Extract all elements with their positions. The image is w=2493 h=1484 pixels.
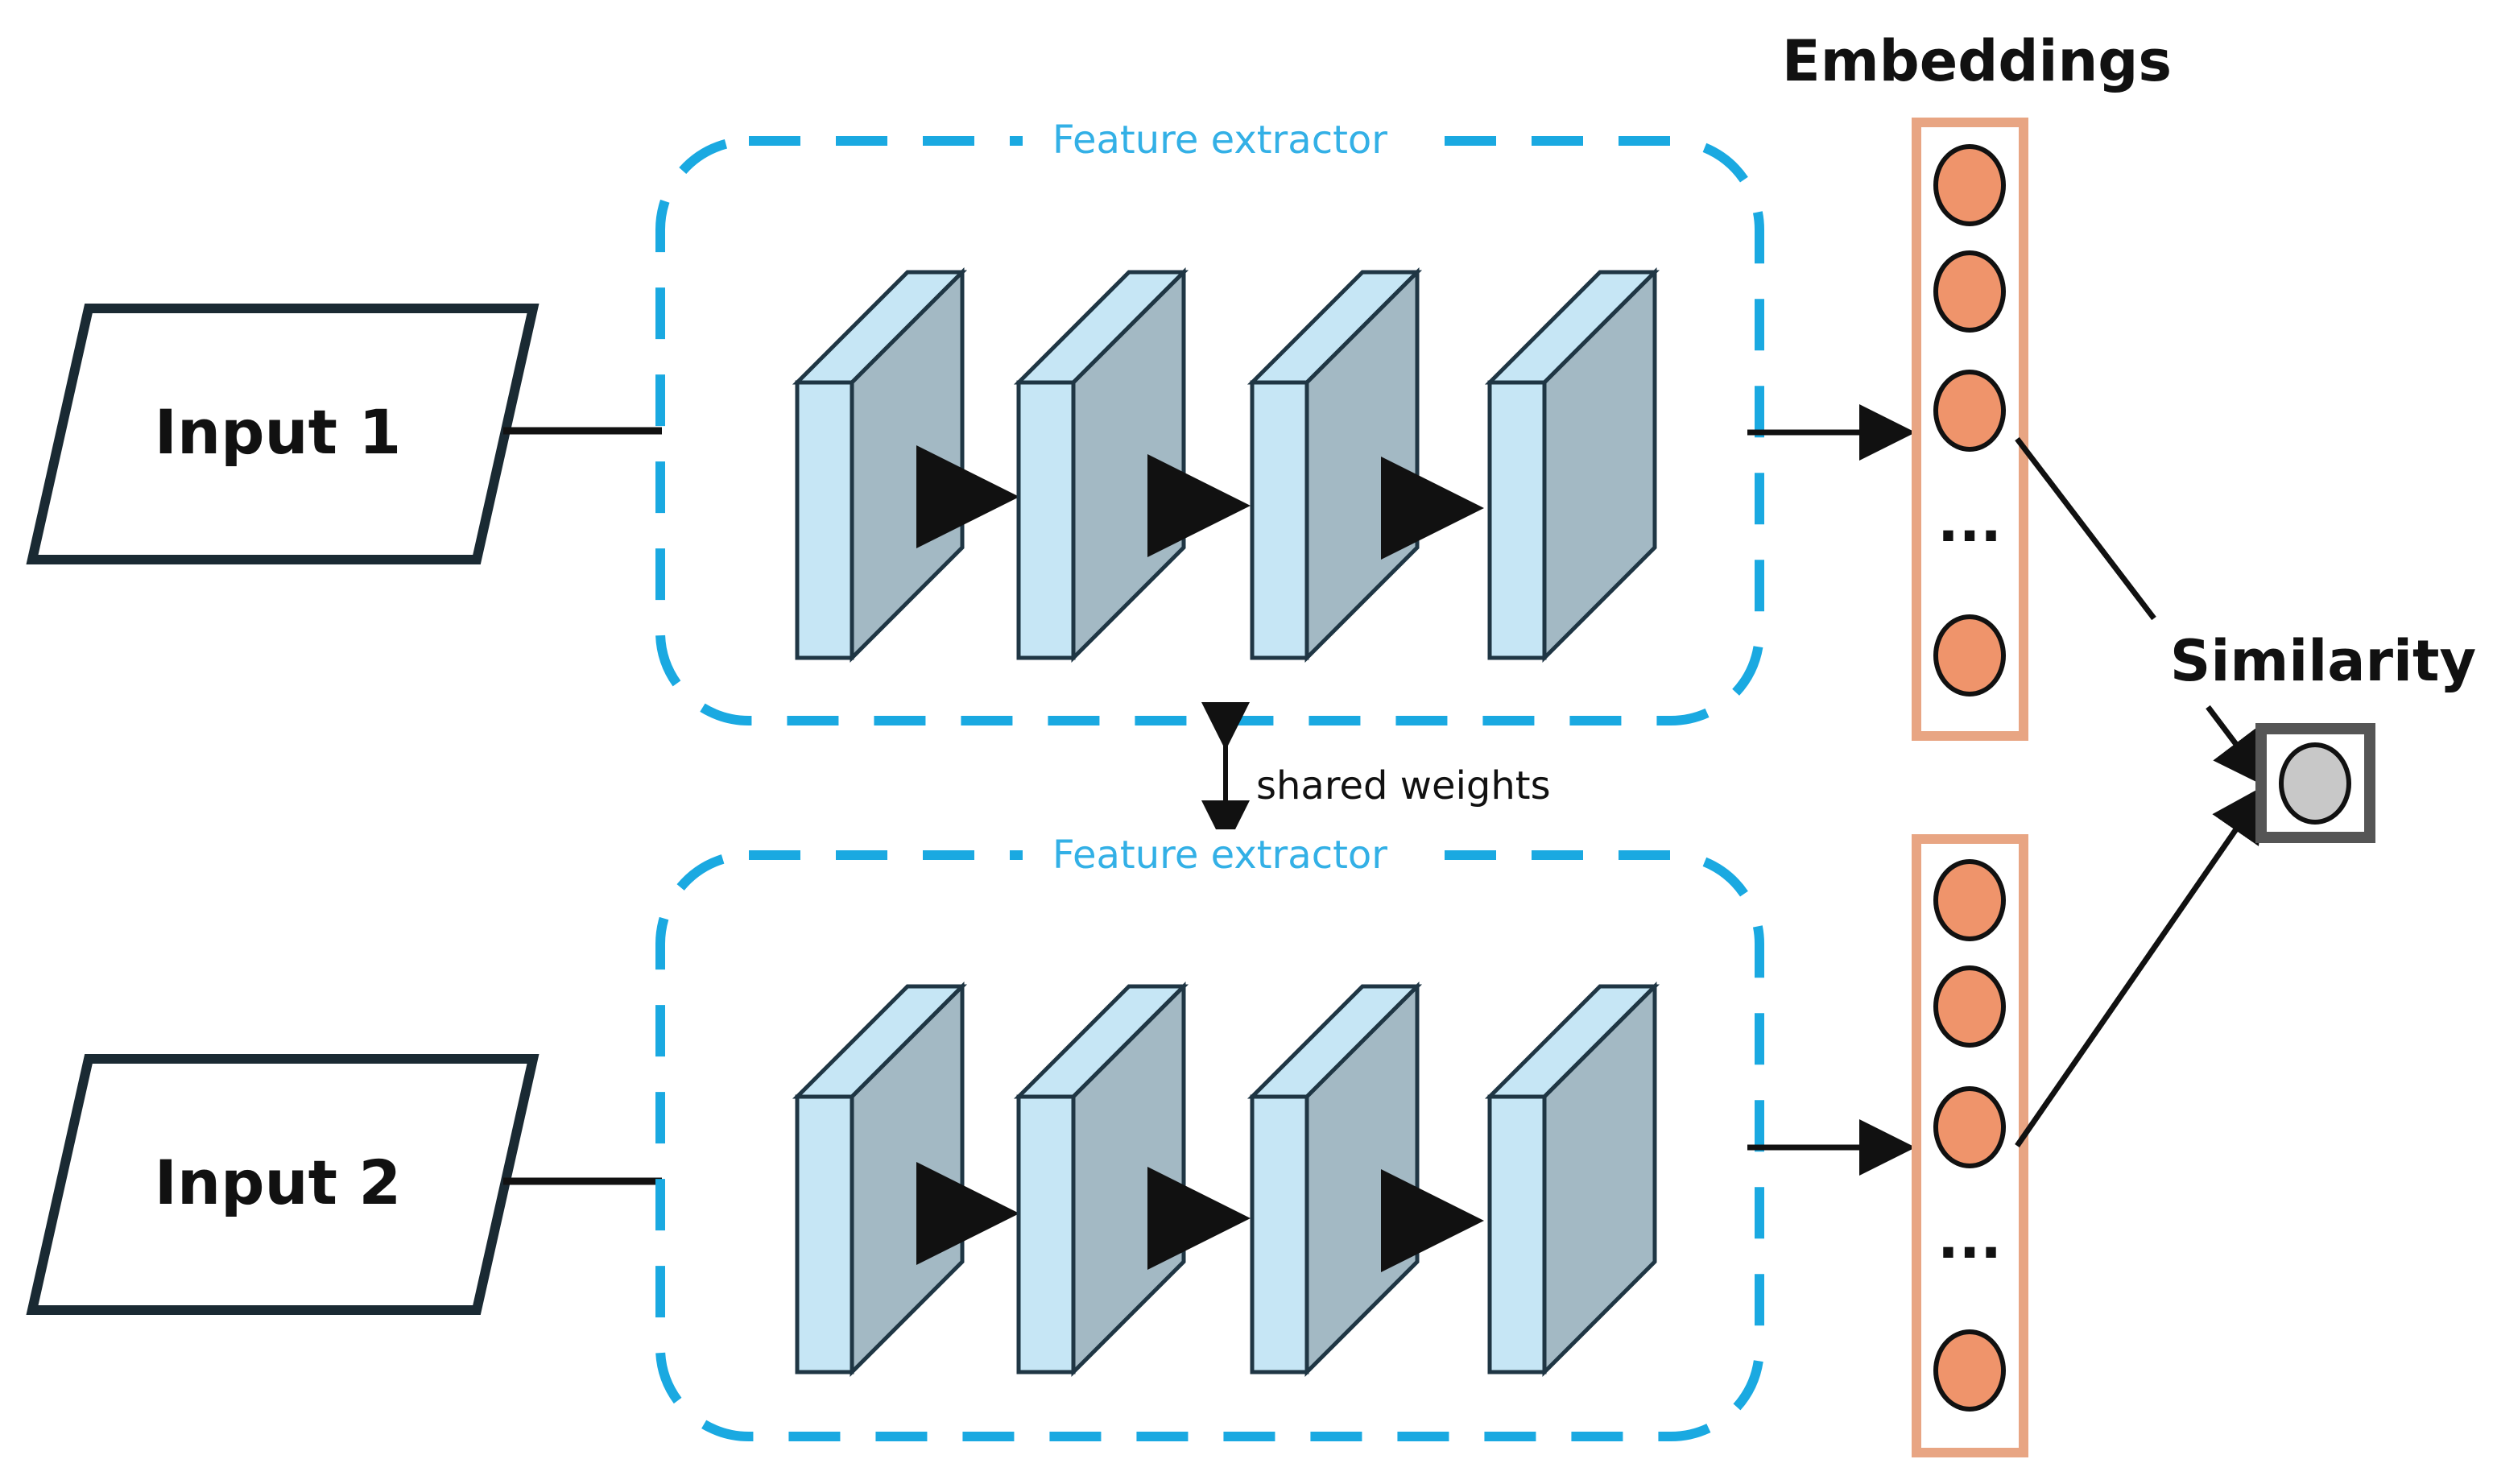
similarity-arrow-top	[2206, 705, 2270, 789]
feature-extractor-2-label: Feature extractor	[1052, 833, 1387, 878]
embedding-2-node-2	[1933, 965, 2006, 1048]
feature-extractor-2-label-bg	[1023, 829, 1417, 884]
conv-layer-1-1	[792, 267, 968, 663]
input-1-label: Input 1	[155, 396, 402, 468]
layers-2	[792, 981, 1660, 1378]
embedding-2-ellipsis: ...	[1937, 1205, 2002, 1271]
input-2-box	[26, 1054, 540, 1315]
embedding-1-node-3	[1933, 370, 2006, 452]
conv-layer-2-3	[1246, 981, 1423, 1378]
layers-1	[792, 267, 1660, 663]
embedding-2-node-1	[1933, 859, 2006, 941]
feature-extractor-1-label: Feature extractor	[1052, 118, 1387, 163]
feature-extractor-1-label-bg	[1023, 113, 1417, 169]
conv-layer-2-1	[792, 981, 968, 1378]
embedding-1-column	[1912, 118, 2028, 741]
similarity-line-top	[2015, 436, 2156, 621]
conv-layer-2-4	[1484, 981, 1660, 1378]
conv-layer-1-3	[1246, 267, 1423, 663]
similarity-node	[2279, 742, 2351, 825]
embedding-1-node-1	[1933, 144, 2006, 226]
embedding-2-node-3	[1933, 1086, 2006, 1168]
embedding-1-node-last	[1933, 614, 2006, 697]
branch-bottom: Input 2 Feature extractor	[26, 829, 2028, 1457]
shared-weights: shared weights	[1201, 702, 1551, 849]
shared-weights-label: shared weights	[1256, 763, 1551, 808]
input-2-label: Input 2	[155, 1147, 402, 1218]
conv-layer-1-4	[1484, 267, 1660, 663]
similarity-arrow-bottom	[2015, 783, 2268, 1147]
embeddings-title: Embeddings	[1782, 28, 2172, 94]
similarity-title: Similarity	[2170, 628, 2476, 694]
embedding-1-ellipsis: ...	[1937, 489, 2002, 555]
conv-layer-1-2	[1013, 267, 1189, 663]
branch-top: Input 1 Feature extractor	[26, 113, 2028, 741]
input-1-box	[26, 304, 540, 564]
embedding-2-column	[1912, 834, 2028, 1457]
embedding-1-node-2	[1933, 250, 2006, 333]
similarity: Similarity	[2015, 436, 2476, 1147]
conv-layer-2-2	[1013, 981, 1189, 1378]
embedding-2-node-last	[1933, 1329, 2006, 1412]
